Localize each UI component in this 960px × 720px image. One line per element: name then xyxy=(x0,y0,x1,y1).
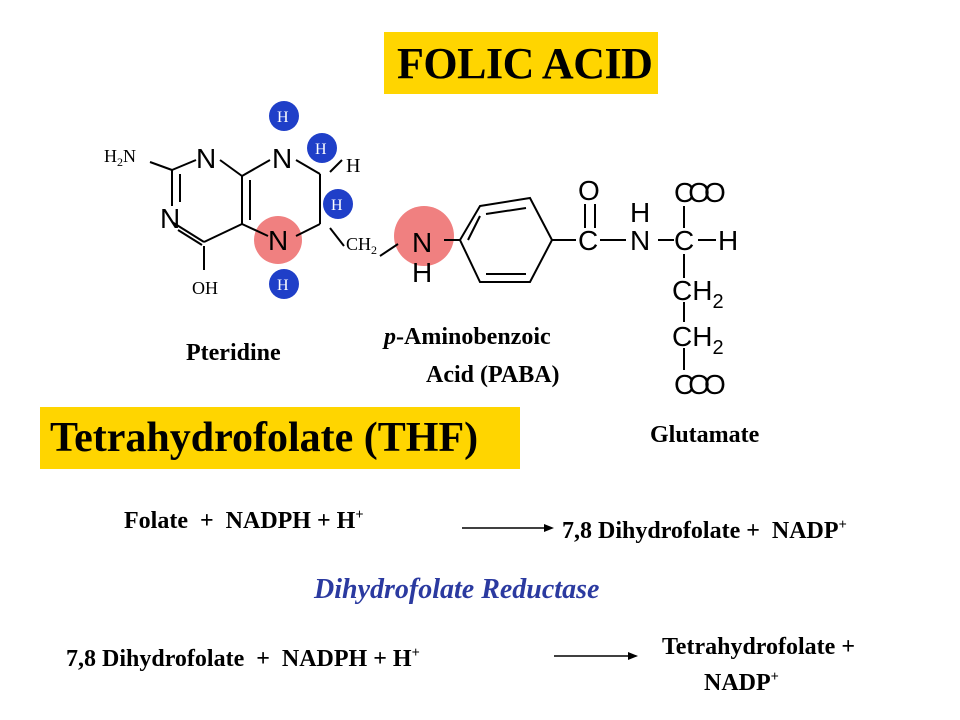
reaction2-right-text2: NADP xyxy=(704,670,771,696)
reaction1-right-sup: + xyxy=(838,517,847,533)
h2n-group: H2N xyxy=(104,146,136,169)
reaction2-right-line1: Tetrahydrofolate + xyxy=(662,634,855,660)
reaction1-right: 7,8 Dihydrofolate + NADP+ xyxy=(562,518,847,545)
blue-h-circle-1 xyxy=(269,101,299,131)
reaction2-arrowhead xyxy=(628,652,638,660)
reaction1-left-sup: + xyxy=(355,507,364,523)
glu-ch2-1: CH2 xyxy=(672,275,724,313)
paba-italic-p: p xyxy=(384,324,396,350)
thf-title: Tetrahydrofolate (THF) xyxy=(50,415,479,461)
oh-group: OH xyxy=(192,278,218,298)
glu-coo-bottom: COO xyxy=(674,369,725,400)
blue-h-3: H xyxy=(331,197,343,214)
enzyme-label: Dihydrofolate Reductase xyxy=(314,574,600,605)
amide-n: N xyxy=(630,225,650,256)
ring-n8: N xyxy=(272,143,292,174)
reaction2-right-sup: + xyxy=(770,669,779,685)
ring-n1: N xyxy=(196,143,216,174)
blue-h-4: H xyxy=(277,277,289,294)
carbonyl-o: O xyxy=(578,175,600,206)
blue-h-circle-3 xyxy=(323,189,353,219)
paba-label-text1: -Aminobenzoic xyxy=(396,324,551,350)
reaction2-left-sup: + xyxy=(411,645,420,661)
carbonyl-c: C xyxy=(578,225,598,256)
blue-h-circle-2 xyxy=(307,133,337,163)
paba-nh-h: H xyxy=(412,257,432,288)
reaction1-left-text: Folate + NADPH + H xyxy=(124,508,356,534)
ring-n5: N xyxy=(268,225,288,256)
reaction1-arrowhead xyxy=(544,524,554,532)
glu-coo-top: COO xyxy=(674,177,725,208)
reaction2-right-line2: NADP+ xyxy=(704,670,779,697)
page-title: FOLIC ACID xyxy=(397,39,653,88)
thf-title-box xyxy=(40,407,520,469)
blue-h-2: H xyxy=(315,141,327,158)
pink-highlight-n10 xyxy=(394,206,454,266)
reaction1-left: Folate + NADPH + H+ xyxy=(124,508,364,535)
paba-label-line1: p-Aminobenzoic xyxy=(384,324,551,351)
glu-alpha-h: H xyxy=(718,225,738,256)
reaction2-left: 7,8 Dihydrofolate + NADPH + H+ xyxy=(66,646,420,673)
blue-h-1: H xyxy=(277,109,289,126)
blue-h-circle-4 xyxy=(269,269,299,299)
reaction1-right-text: 7,8 Dihydrofolate + NADP xyxy=(562,518,839,544)
pteridine-label: Pteridine xyxy=(186,340,281,366)
glu-alpha-c: C xyxy=(674,225,694,256)
amide-h: H xyxy=(630,197,650,228)
ch2-group: CH2 xyxy=(346,234,377,257)
glu-ch2-2: CH2 xyxy=(672,321,724,359)
paba-n: N xyxy=(412,227,432,258)
ring-n3: N xyxy=(160,203,180,234)
pink-highlight-n5 xyxy=(254,216,302,264)
title-box xyxy=(384,32,658,94)
paba-label-line2: Acid (PABA) xyxy=(426,362,560,388)
glutamate-label: Glutamate xyxy=(650,422,760,448)
h-c6: H xyxy=(346,155,360,177)
reaction2-left-text: 7,8 Dihydrofolate + NADPH + H xyxy=(66,646,412,672)
